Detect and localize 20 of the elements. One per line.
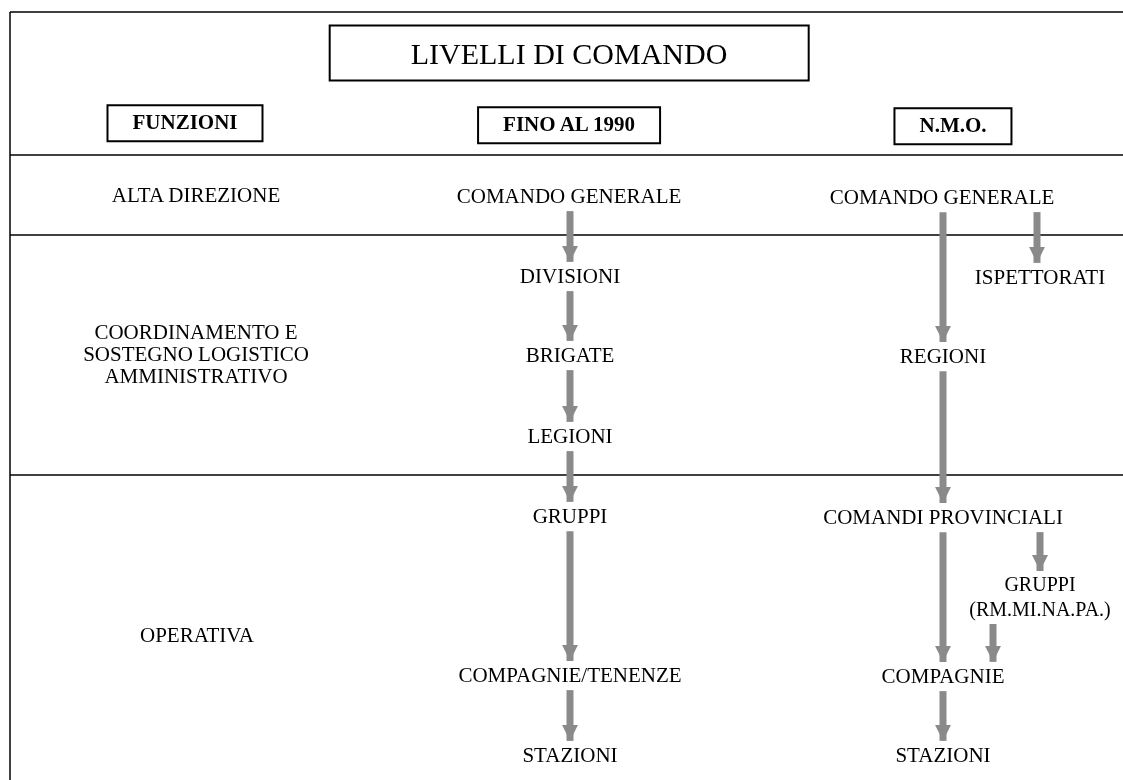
arrow (935, 212, 951, 342)
arrow (562, 531, 578, 661)
arrow (562, 211, 578, 262)
function-label: COORDINAMENTO E SOSTEGNO LOGISTICO AMMINISTRATIVO (82, 321, 310, 387)
column-header-box: N.M.O. (893, 107, 1013, 145)
arrow (935, 532, 951, 662)
arrow (562, 690, 578, 741)
title-box: LIVELLI DI COMANDO (328, 24, 810, 82)
arrow (935, 371, 951, 503)
column-header-box: FUNZIONI (106, 104, 264, 142)
arrow (562, 370, 578, 422)
arrow (1032, 532, 1048, 571)
function-label: ALTA DIREZIONE (110, 184, 282, 206)
arrow (1029, 212, 1045, 263)
arrow (985, 624, 1001, 662)
function-label: OPERATIVA (139, 624, 255, 646)
column-header-box: FINO AL 1990 (477, 106, 661, 144)
arrow (562, 451, 578, 502)
arrow (935, 691, 951, 741)
arrow (562, 291, 578, 341)
